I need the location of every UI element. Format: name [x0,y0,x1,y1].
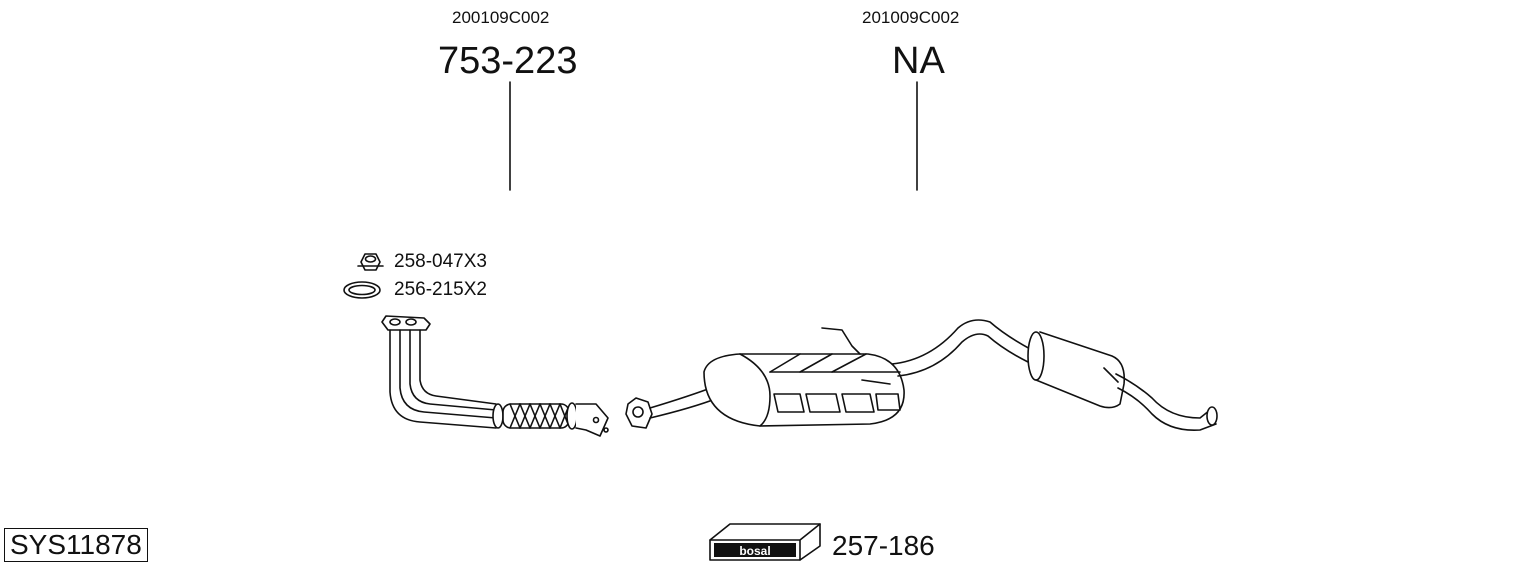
center-silencer [625,327,905,429]
gasket-ring-icon [343,281,381,299]
callout-part-1[interactable]: 753-223 [438,40,578,82]
rear-silencer [891,319,1218,431]
front-pipe [381,315,609,437]
nut-icon [357,253,384,271]
hardware-nut-label[interactable]: 258-047X3 [394,251,487,272]
system-id-box: SYS11878 [4,528,148,562]
bosal-logo-text: bosal [739,544,770,558]
callout-part-2[interactable]: NA [892,40,945,82]
kit-part-number[interactable]: 257-186 [832,530,935,561]
callout-code-2: 201009C002 [862,8,960,27]
callout-code-1: 200109C002 [452,8,550,27]
hardware-gasket-label[interactable]: 256-215X2 [394,279,487,300]
bosal-box-icon [709,523,821,561]
